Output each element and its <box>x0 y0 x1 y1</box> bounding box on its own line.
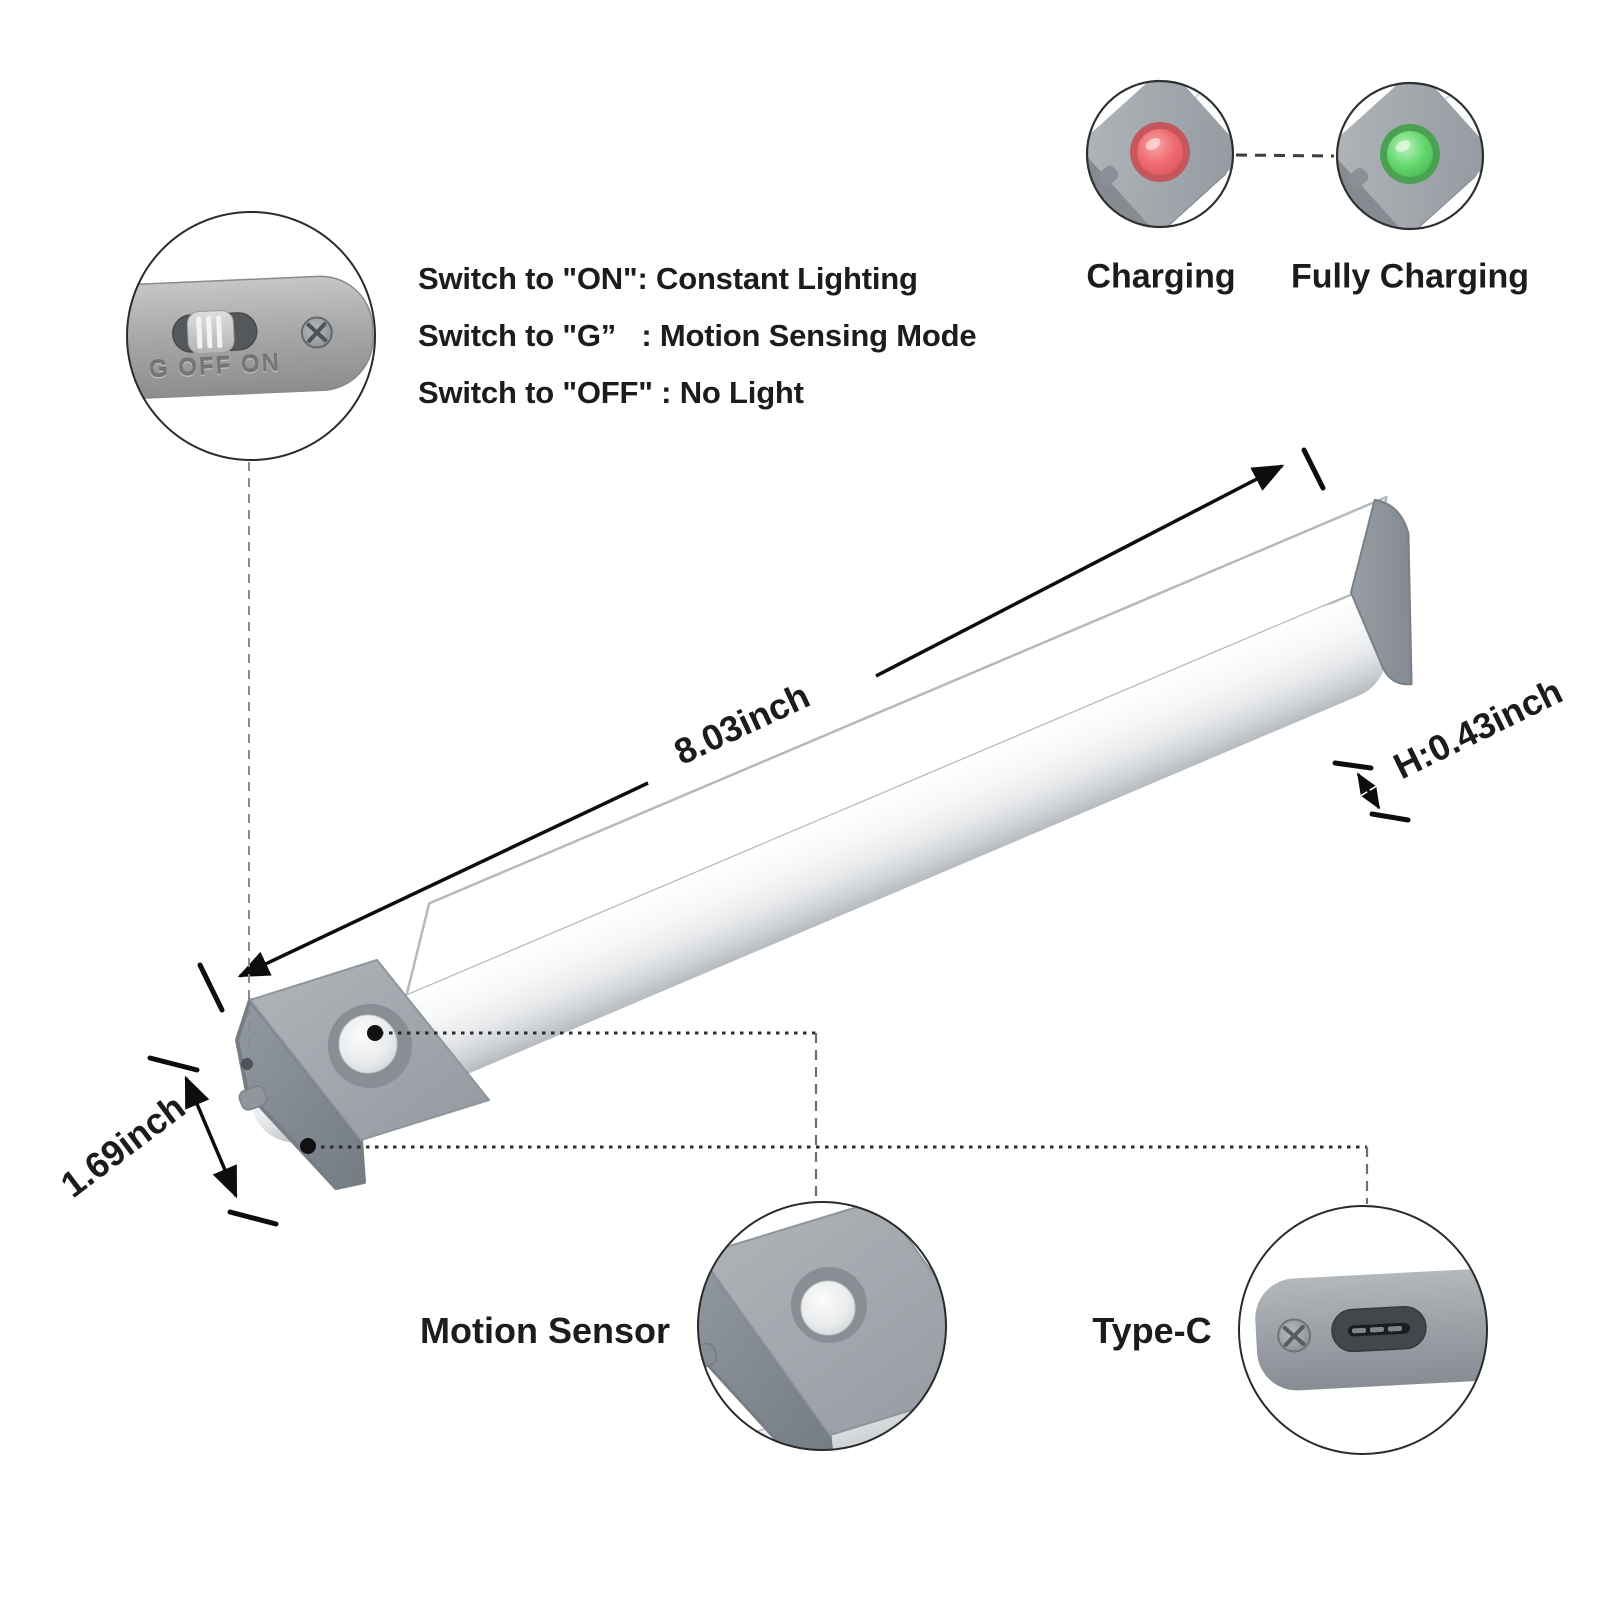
charging-head-nub <box>1097 165 1119 187</box>
connector-lines <box>248 153 1369 1204</box>
switch-instruction-on: Switch to "ON": Constant Lighting <box>418 261 918 296</box>
length-dim-line-left <box>237 781 649 978</box>
type-c-label: Type-C <box>1092 1310 1212 1351</box>
type-c-callout-circle <box>1238 1205 1488 1455</box>
switch-instruction-off: Switch to "OFF" : No Light <box>418 375 804 410</box>
switch-instructions: Switch to "ON": Constant Lighting Switch… <box>418 250 977 421</box>
switch-screw-cross <box>307 322 327 343</box>
type-c-port-pin <box>1351 1327 1367 1334</box>
light-bar-front-face <box>248 603 1387 1143</box>
charging-callout <box>1085 79 1235 229</box>
length-dim-tick-left <box>197 962 225 1013</box>
side-switch-dot <box>241 1058 253 1070</box>
motion-sensor-connector-dot <box>367 1025 383 1041</box>
motion-sensor-dome <box>338 1014 398 1074</box>
motion-callout-head-side <box>698 1253 834 1450</box>
height-dim-tick-top <box>1332 760 1374 771</box>
switch-callout-circle <box>126 211 376 461</box>
fully-charging-callout-circle <box>1335 81 1485 231</box>
motion-callout-dome <box>800 1280 856 1336</box>
motion-sensor-label: Motion Sensor <box>420 1310 670 1351</box>
fully-charging-callout <box>1335 81 1485 231</box>
motion-sensor-callout-circle <box>697 1201 947 1451</box>
dimension-annotations <box>147 447 1411 1227</box>
width-dim-tick-bottom <box>227 1209 279 1227</box>
charging-link-connector <box>1235 153 1335 158</box>
length-dim-tick-right <box>1301 447 1326 491</box>
sensor-head <box>235 959 490 1190</box>
charging-label: Charging <box>1086 257 1236 296</box>
type-c-callout <box>1238 1205 1488 1455</box>
charging-led-highlight <box>1145 138 1161 150</box>
type-c-port-pin <box>1369 1326 1384 1333</box>
width-dim-tick-top <box>147 1055 200 1073</box>
height-dim-tick-bottom <box>1369 811 1411 823</box>
switch-instruction-g: Switch to "G” : Motion Sensing Mode <box>418 318 977 353</box>
fully-charging-head-nub <box>1347 167 1369 189</box>
fully-charging-led <box>1387 131 1433 177</box>
type-c-port-pin <box>1387 1325 1402 1332</box>
light-bar <box>235 495 1413 1190</box>
charging-led <box>1137 129 1183 175</box>
switch-knob-groove <box>216 315 223 348</box>
light-bar-top-face <box>405 495 1388 997</box>
type-c-connector-dot <box>300 1138 316 1154</box>
light-bar-end-cap <box>1349 498 1413 686</box>
width-dim-arrow <box>184 1075 238 1199</box>
height-dim-arrow <box>1356 772 1381 810</box>
fully-charging-led-highlight <box>1395 140 1411 152</box>
side-switch-nub <box>238 1085 268 1111</box>
charging-callout-circle <box>1085 79 1235 229</box>
motion-sensor-callout <box>697 1201 947 1451</box>
fully-charging-label: Fully Charging <box>1291 257 1529 296</box>
type-c-screw-cross <box>1283 1325 1305 1347</box>
switch-knob-groove <box>196 316 203 349</box>
switch-callout <box>126 211 376 461</box>
length-dim-line-right <box>875 464 1285 678</box>
switch-knob-groove <box>206 316 213 349</box>
